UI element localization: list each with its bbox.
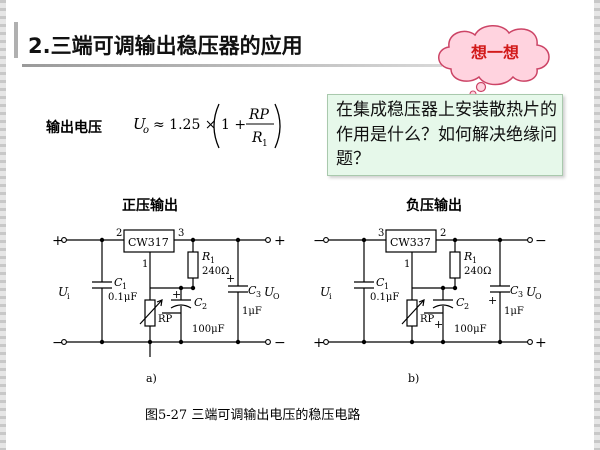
a-bottom-right-sign: − [274,335,286,351]
a-ui-sub: i [67,292,70,301]
b-c1: C [376,276,385,289]
formula-numerator: RP [248,107,270,123]
b-bottom-right-sign: + [535,335,547,351]
figure-caption: 图5-27 三端可调输出电压的稳压电路 [145,408,361,423]
a-uo: U [264,285,275,299]
formula-lhs: U [133,115,147,133]
b-pin-in: 3 [378,228,384,239]
title-accent-bar [14,22,18,58]
a-c1: C [114,276,123,289]
a-c2-plus: + [172,288,181,301]
b-r1-sub: 1 [472,256,477,265]
b-r1-val: 240Ω [464,266,491,277]
a-pin-out: 3 [178,228,184,239]
a-c2: C [194,296,203,309]
b-top-left-sign: − [313,233,325,249]
a-top-right-sign: + [274,233,286,249]
formula-lhs-sub: o [143,125,149,136]
b-uo: U [526,285,537,299]
a-c3: C [248,284,257,297]
formula-approx: ≈ 1.25 × [153,117,217,133]
b-ui: U [320,285,331,299]
a-r1-sub: 1 [210,256,215,265]
a-c1-val: 0.1μF [108,292,137,303]
title-underline [22,64,442,67]
a-rp: RP [158,314,173,325]
formula-left-paren [213,103,220,149]
a-c1-sub: 1 [122,282,127,291]
a-c2-val: 100μF [192,324,225,335]
a-c3-val: 1μF [242,306,262,317]
b-pin-out: 2 [440,228,446,239]
formula-one: 1 + [221,117,246,133]
b-chip-label: CW337 [390,236,431,249]
formula-denominator-sub: 1 [262,139,268,149]
a-c2-sub: 2 [202,302,207,311]
circuit-b-title: 负压输出 [406,198,462,214]
think-cloud-label: 想一想 [470,43,519,62]
circuit-a-diagram: + + − − CW317 2 3 1 U i C 1 0.1μF R 1 24… [52,228,286,385]
b-uo-sub: O [535,292,542,301]
a-top-left-sign: + [52,233,64,249]
b-c1-sub: 1 [384,282,389,291]
b-c2-val: 100μF [454,324,487,335]
formula-denominator: R [251,130,263,146]
a-r1: R [201,250,210,263]
a-label: a) [146,372,157,385]
right-border-decoration [594,0,600,450]
circuit-b-diagram: − − + + CW337 3 2 1 U i C 1 0.1μF R 1 24… [313,228,547,385]
b-c1-val: 0.1μF [370,292,399,303]
circuit-a-title: 正压输出 [122,198,178,214]
b-bottom-left-sign: + [313,335,325,351]
b-top-right-sign: − [535,233,547,249]
a-chip-label: CW317 [128,236,169,249]
a-ui: U [58,285,69,299]
formula-label: 输出电压 [46,120,102,136]
b-rp: RP [420,314,435,325]
b-c2: C [456,296,465,309]
slide-title: 2.三端可调输出稳压器的应用 [28,34,303,58]
question-text: 在集成稳压器上安装散热片的作用是什么？如何解决绝缘问题？ [336,100,557,169]
a-uo-sub: O [273,292,280,301]
a-r1-val: 240Ω [202,266,229,277]
b-c3: C [510,284,519,297]
question-callout: 在集成稳压器上安装散热片的作用是什么？如何解决绝缘问题？ [327,94,563,176]
output-voltage-formula: U o ≈ 1.25 × 1 + RP R 1 [133,103,281,149]
b-ui-sub: i [329,292,332,301]
b-pin-adj: 1 [404,259,410,270]
a-pin-in: 2 [116,228,122,239]
b-c3-sub: 3 [518,290,523,299]
left-border-decoration [0,0,6,450]
a-bottom-left-sign: − [52,335,64,351]
formula-right-paren [274,103,281,149]
a-c3-plus: + [226,272,235,285]
b-r1: R [463,250,472,263]
a-pin-adj: 1 [142,259,148,270]
b-c2-plus: + [434,318,443,331]
b-c3-val: 1μF [504,306,524,317]
b-c2-sub: 2 [464,302,469,311]
a-c3-sub: 3 [256,290,261,299]
b-label: b) [408,372,419,385]
b-c3-plus: + [488,294,497,307]
